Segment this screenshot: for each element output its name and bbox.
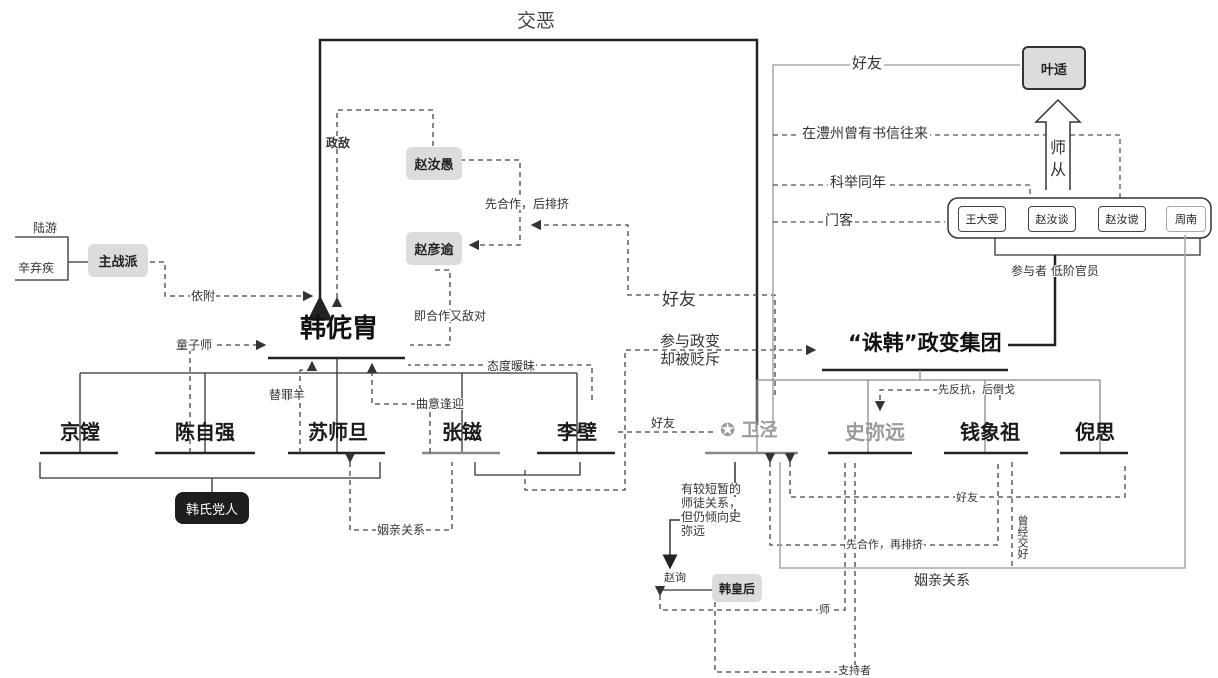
node-luyou: 陆游 xyxy=(32,221,59,235)
node-zhao-xun: 赵询 xyxy=(663,571,687,584)
node-coup-group: “诛韩”政变集团 xyxy=(848,331,1002,355)
edge-label-haoyou-ye: 好友 xyxy=(850,54,885,72)
node-wei-jing: ✪ 卫泾 xyxy=(720,422,777,440)
node-han-empress: 韩皇后 xyxy=(712,574,762,602)
node-xinqiji: 辛弃疾 xyxy=(17,261,56,275)
node-hanshi-party: 韩氏党人 xyxy=(175,492,249,524)
edge-label-tizuiyang: 替罪羊 xyxy=(268,388,307,402)
edge-label-canyu-1: 参与政变 xyxy=(658,332,723,350)
edge-label-menke: 门客 xyxy=(823,213,855,229)
edge-label-shicong-2: 从 xyxy=(1050,160,1067,179)
edge-label-brief-4: 弥远 xyxy=(680,524,707,538)
edge-label-cooperate-then-exclude: 先合作，后排挤 xyxy=(484,197,571,211)
edge-label-xianhe: 先合作，再排挤 xyxy=(845,538,924,551)
edge-label-lizhou: 在澧州曾有书信往来 xyxy=(800,126,930,142)
node-zhao-rudang: 赵汝谠 xyxy=(1098,206,1146,232)
edge-label-brief-1: 有较短暂的 xyxy=(680,482,743,496)
edge-label-xianfan: 先反抗，后倒戈 xyxy=(937,383,1016,396)
edge-label-cengjing: 曾经交好 xyxy=(1016,515,1029,559)
node-wang-dashou: 王大受 xyxy=(958,206,1006,232)
edge-label-haoyou-low: 好友 xyxy=(955,491,979,504)
edge-label-yinqin-left: 姻亲关系 xyxy=(376,523,427,537)
node-su-shidan: 苏师旦 xyxy=(308,420,368,444)
node-chen-ziqiang: 陈自强 xyxy=(175,420,235,444)
node-ni-si: 倪思 xyxy=(1075,420,1115,444)
edge-label-canyu-2: 却被贬斥 xyxy=(658,350,723,368)
node-zhang-zi: 张镃 xyxy=(442,420,482,444)
edge-label-brief-2: 师徒关系， xyxy=(680,496,743,510)
node-han-tuozhou: 韩侂胄 xyxy=(300,314,379,344)
edge-label-brief-3: 但仍倾向史 xyxy=(680,510,743,524)
edge-label-keju: 科举同年 xyxy=(828,175,888,191)
edge-label-zhichi: 支持者 xyxy=(837,664,872,677)
node-zhao-rutan: 赵汝谈 xyxy=(1028,206,1076,232)
node-zhuzhanpai: 主战派 xyxy=(88,244,148,277)
edge-label-haoyou-li: 好友 xyxy=(650,416,677,430)
edge-label-yifu: 依附 xyxy=(190,289,217,303)
edge-label-quyi: 曲意逢迎 xyxy=(415,397,466,411)
edge-label-shi: 师 xyxy=(818,603,831,616)
node-wei-jing-label: 卫泾 xyxy=(741,420,778,441)
node-shi-miyuan: 史弥远 xyxy=(845,420,905,444)
edge-label-taidu: 态度暧昧 xyxy=(486,359,537,373)
edge-label-tongzishi: 童子师 xyxy=(175,338,214,352)
node-ye-shi: 叶适 xyxy=(1022,46,1086,90)
node-li-bi: 李壁 xyxy=(557,420,597,444)
node-zhou-nan: 周南 xyxy=(1166,206,1206,232)
edge-label-participants: 参与者 低阶官员 xyxy=(1010,264,1100,278)
edge-label-jiaowu: 交恶 xyxy=(515,10,558,32)
edge-label-shicong-1: 师 xyxy=(1050,138,1067,157)
node-zhao-yanyu: 赵彦逾 xyxy=(406,232,462,265)
star-icon: ✪ xyxy=(720,420,736,441)
node-qian-xiangzu: 钱象祖 xyxy=(960,420,1020,444)
edge-label-jihe: 即合作又敌对 xyxy=(413,309,488,323)
node-zhao-ruyu: 赵汝愚 xyxy=(406,147,462,180)
node-jingtang: 京镗 xyxy=(60,420,100,444)
edge-label-yinqin-right: 姻亲关系 xyxy=(912,573,972,589)
edge-label-haoyou-mid: 好友 xyxy=(660,290,698,310)
edge-label-zhengdi: 政敌 xyxy=(325,136,352,150)
